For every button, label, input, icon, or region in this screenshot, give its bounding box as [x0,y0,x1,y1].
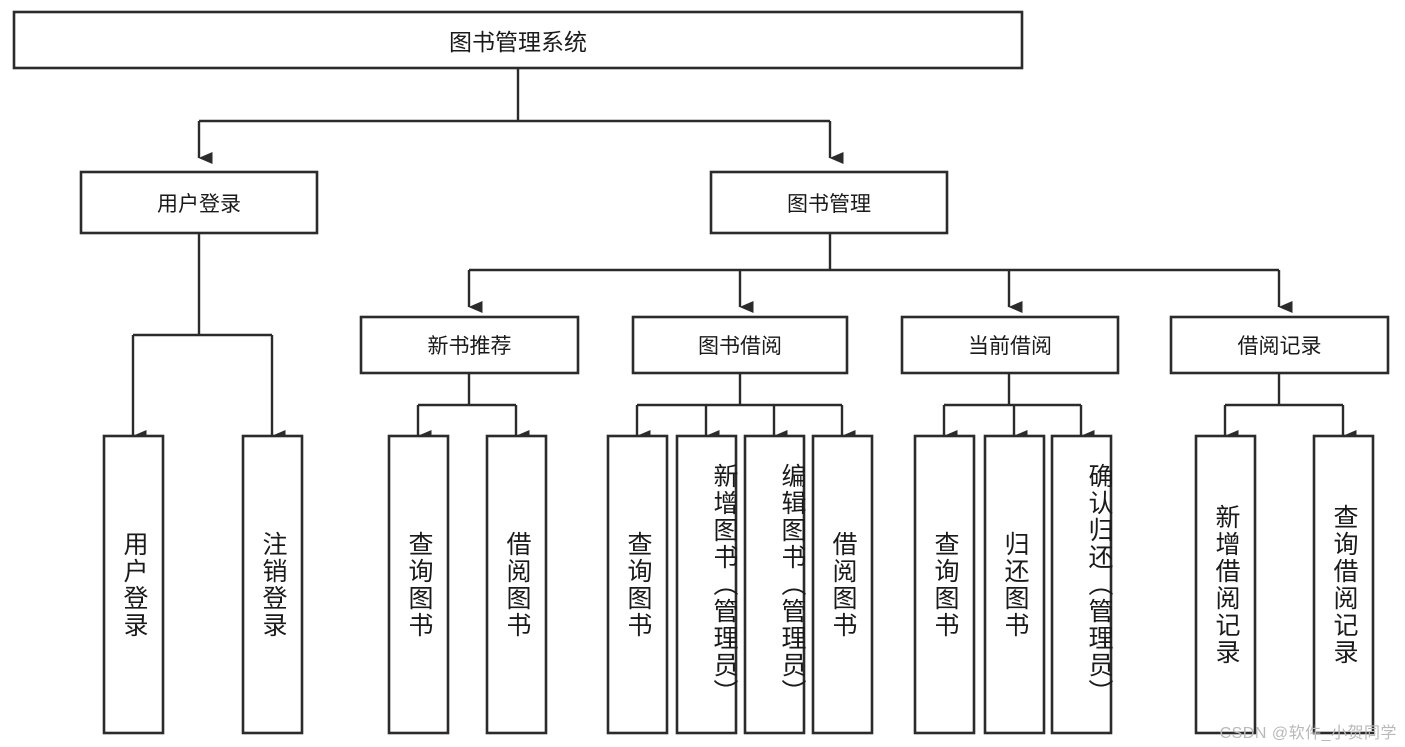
node-box-leaf-query-book-rec[interactable] [387,434,450,735]
node-box-current-borrow[interactable] [900,315,1120,375]
node-box-leaf-query-book-current[interactable] [913,434,976,735]
watermark-text: CSDN @软件_小贺同学 [1219,725,1397,742]
node-box-leaf-return-book[interactable] [983,434,1046,735]
node-box-user-login[interactable] [79,170,319,235]
node-box-leaf-user-login[interactable] [102,434,165,735]
node-box-book-borrow[interactable] [631,315,849,375]
connector-group [131,68,1357,442]
node-box-group [12,10,1390,735]
node-box-new-book-recommend[interactable] [359,315,580,375]
node-box-leaf-borrow-book[interactable] [811,434,874,735]
node-box-borrow-record[interactable] [1169,315,1390,375]
node-box-leaf-confirm-return-admin[interactable] [1050,434,1113,735]
node-box-leaf-query-book-borrow[interactable] [606,434,669,735]
node-box-book-management[interactable] [709,170,949,235]
node-box-root[interactable] [12,10,1024,70]
node-box-leaf-query-borrow-record[interactable] [1312,434,1375,735]
node-box-leaf-add-borrow-record[interactable] [1194,434,1257,735]
node-box-leaf-add-book-admin[interactable] [675,434,738,735]
node-box-leaf-logout-login[interactable] [241,434,304,735]
node-box-leaf-borrow-book-rec[interactable] [485,434,548,735]
node-box-leaf-edit-book-admin[interactable] [743,434,806,735]
